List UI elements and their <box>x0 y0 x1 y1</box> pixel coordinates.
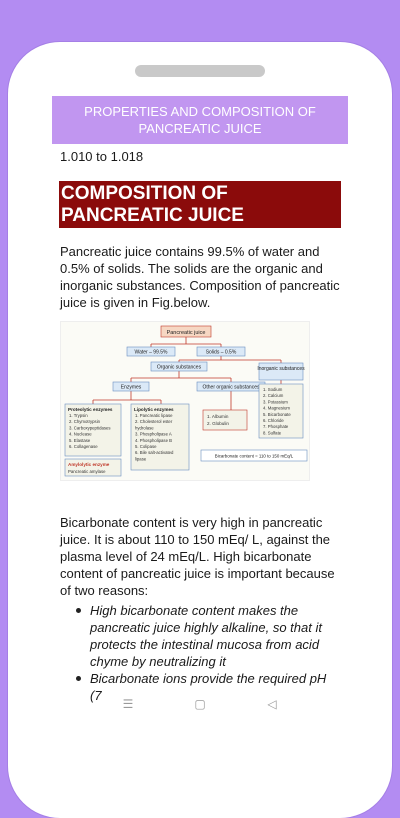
diagram-list-item: 5. Elastase <box>69 438 91 443</box>
diagram-water-label: Water – 99.5% <box>135 350 168 356</box>
diagram-amylolytic-box <box>64 458 122 477</box>
diagram-inorganic-box <box>258 362 304 381</box>
android-nav-bar: ☰ ▢ ◁ <box>52 686 348 722</box>
diagram-proteolytic-title: Proteolytic enzymes <box>68 407 113 412</box>
diagram-organic-label: Organic substances <box>157 365 202 371</box>
list-item: High bicarbonate content makes the pancr… <box>74 602 340 670</box>
diagram-list-item: 1. Trypsin <box>69 413 88 418</box>
diagram-organic-box <box>150 361 208 372</box>
diagram-list-item: 3. Carboxypeptidases <box>69 425 111 430</box>
diagram-list-item: 6. Collagenase <box>69 444 98 449</box>
diagram-water-box <box>126 346 176 357</box>
composition-diagram: Pancreatic juice Water – 99.5% Solids – … <box>60 321 310 481</box>
diagram-amylolytic-item: Pancreatic amylase <box>68 469 106 474</box>
app-screen: PROPERTIES AND COMPOSITION OF PANCREATIC… <box>52 96 348 703</box>
diagram-proteolytic-box <box>64 403 122 457</box>
phone-speaker <box>135 65 265 77</box>
home-icon[interactable]: ▢ <box>194 697 206 711</box>
app-header: PROPERTIES AND COMPOSITION OF PANCREATIC… <box>52 96 348 144</box>
diagram-list-item: 3. Potassium <box>263 399 288 404</box>
diagram-list-item: 8. Sulfate <box>263 430 282 435</box>
diagram-inorganic-list-box <box>258 383 304 439</box>
diagram-list-item: 2. Globulin <box>207 421 229 426</box>
diagram-list-item: 1. Pancreatic lipase <box>135 413 173 418</box>
diagram-list-item: lipase <box>135 456 147 461</box>
diagram-inorganic-text: Inorganic substances <box>257 366 305 372</box>
diagram-list-item: 5. Bicarbonate <box>263 412 291 417</box>
diagram-other-label: Other organic substances <box>203 385 260 391</box>
diagram-list-item: 7. Phosphate <box>263 424 289 429</box>
back-icon[interactable]: ◁ <box>267 697 277 711</box>
page-title: PROPERTIES AND COMPOSITION OF PANCREATIC… <box>84 104 316 136</box>
diagram-list-item: 5. Colipase <box>135 444 157 449</box>
paragraph-composition: Pancreatic juice contains 99.5% of water… <box>60 244 340 310</box>
diagram-lipolytic-box <box>130 403 190 471</box>
diagram-list-item: 2. Cholesterol ester <box>135 419 173 424</box>
list-item: Bicarbonate ions provide the required pH… <box>74 670 340 704</box>
recents-icon[interactable]: ☰ <box>122 697 134 711</box>
previous-text: 1.010 to 1.018 <box>60 149 144 164</box>
diagram-list-item: 1. Sodium <box>263 387 283 392</box>
paragraph-bicarbonate: Bicarbonate content is very high in panc… <box>60 515 335 598</box>
diagram-solids-box <box>196 346 246 357</box>
diagram-lipolytic-title: Lipolytic enzymes <box>134 407 174 412</box>
diagram-root-label: Pancreatic juice <box>167 330 206 336</box>
diagram-list-item: 3. Phospholipase A <box>135 432 172 437</box>
section-heading: COMPOSITION OF PANCREATIC JUICE <box>59 181 341 228</box>
diagram-list-item: 2. Chymotrypsin <box>69 419 101 424</box>
diagram-enzymes-box <box>112 381 150 392</box>
diagram-list-item: 4. Magnesium <box>263 406 290 411</box>
diagram-amylolytic-title: Amylolytic enzyme <box>68 462 110 467</box>
diagram-other-list-box <box>202 409 248 431</box>
diagram-inorganic-label: Inorganic substances <box>257 366 305 372</box>
diagram-list-item: 1. Albumin <box>207 414 229 419</box>
reasons-list: High bicarbonate content makes the pancr… <box>74 602 340 704</box>
diagram-list-item: 6. Bile salt-activated <box>135 450 174 455</box>
diagram-list-item: 4. Phospholipase B <box>135 438 172 443</box>
diagram-enzymes-label: Enzymes <box>121 385 142 391</box>
diagram-list-item: 2. Calcium <box>263 393 284 398</box>
diagram-solids-label: Solids – 0.5% <box>206 350 237 356</box>
diagram-list-item: 4. Nuclease <box>69 432 92 437</box>
diagram-list-item: hydrolase <box>135 425 154 430</box>
diagram-bicarb-box <box>200 449 308 462</box>
diagram-bicarb-note: Bicarbonate content = 110 to 150 mEq/L <box>215 454 294 459</box>
diagram-root-box <box>160 325 212 338</box>
diagram-list-item: 6. Chloride <box>263 418 284 423</box>
